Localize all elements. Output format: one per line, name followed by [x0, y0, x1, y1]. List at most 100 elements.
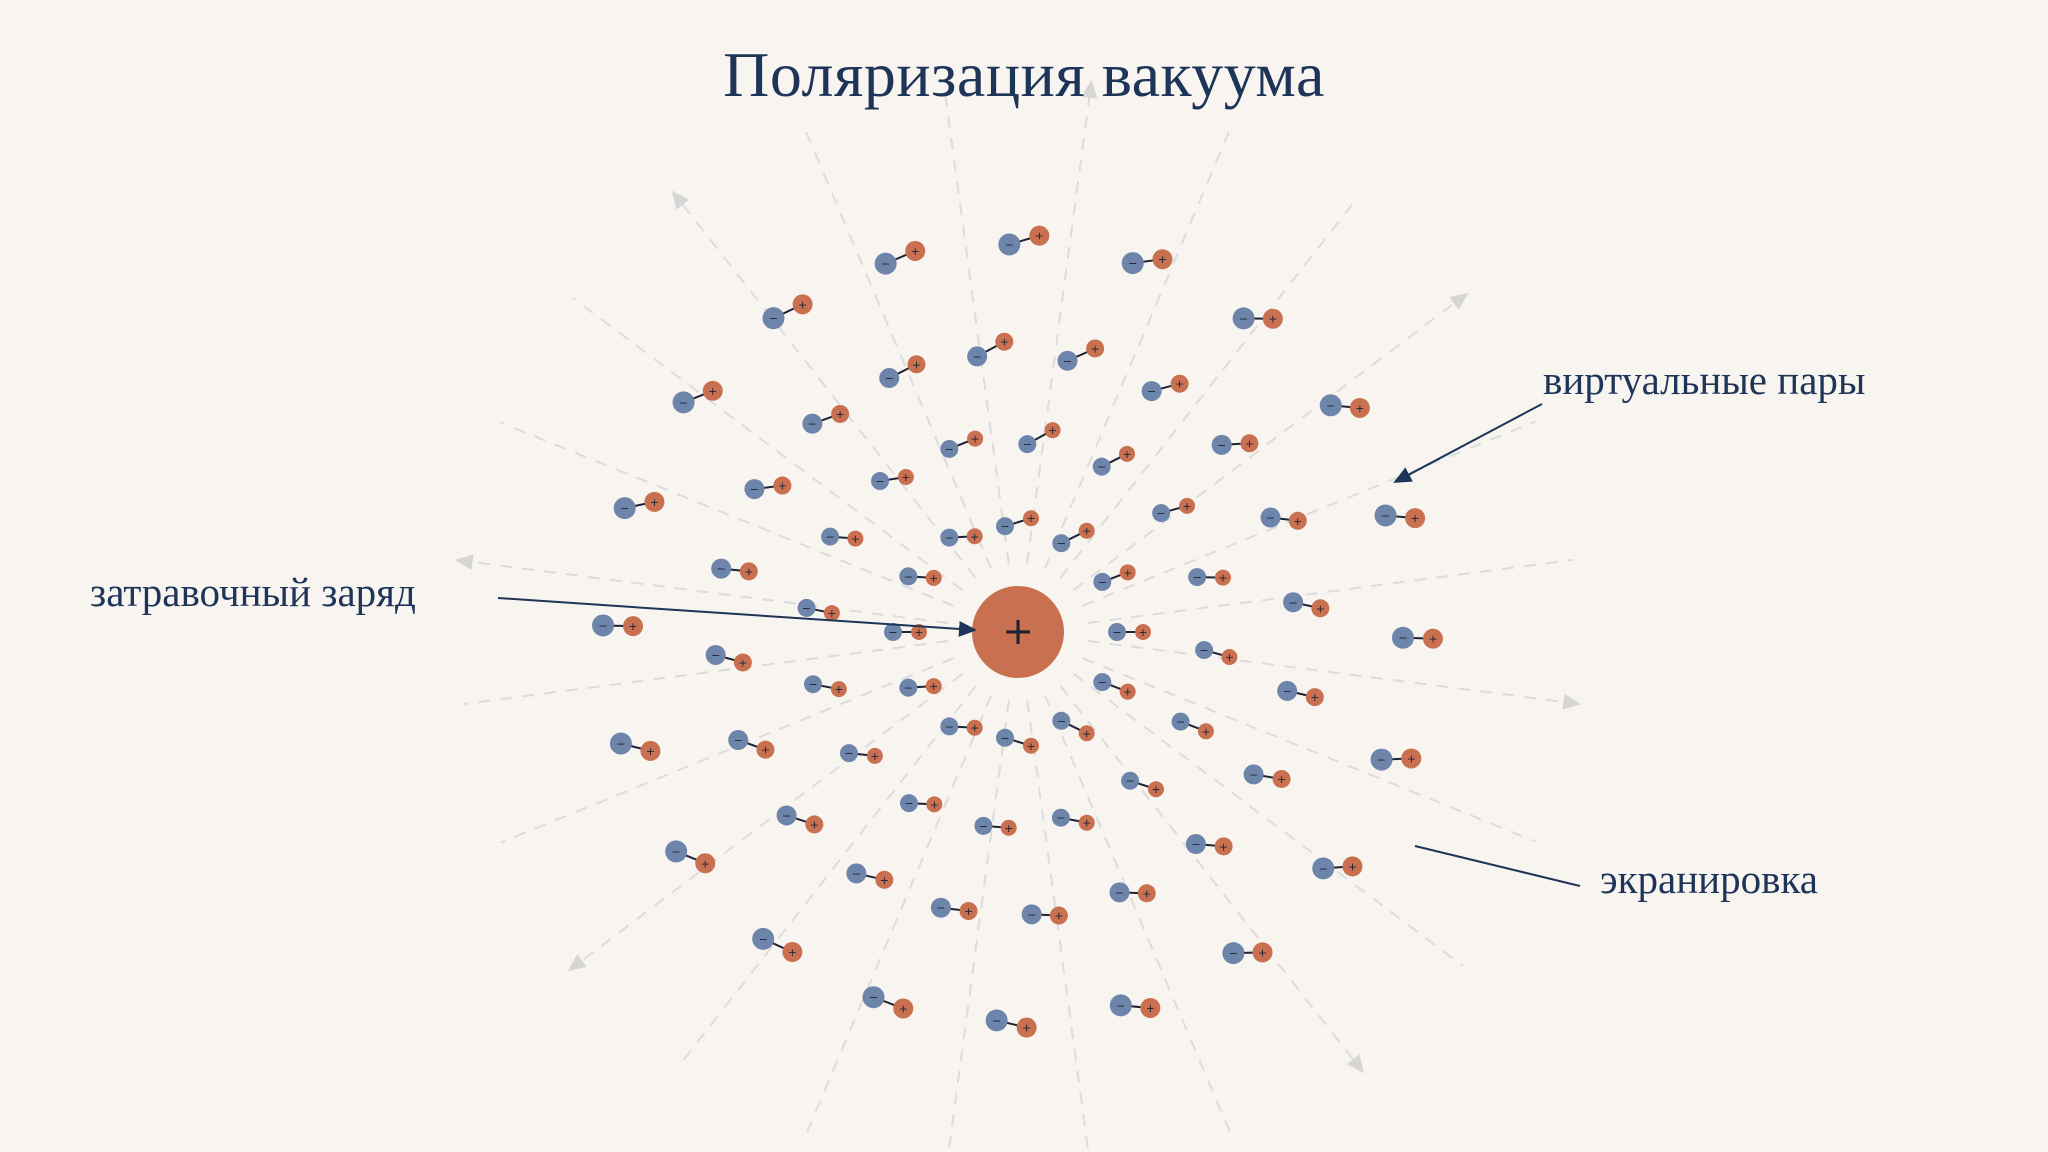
- negative-charge: [1277, 680, 1298, 701]
- plus-icon: +: [970, 722, 979, 735]
- negative-charge: [1283, 592, 1304, 613]
- minus-icon: −: [808, 418, 817, 431]
- field-line: [454, 554, 949, 625]
- plus-icon: +: [738, 656, 747, 669]
- positive-charge: [1311, 599, 1330, 618]
- screening-leader-line: [1414, 845, 1581, 887]
- positive-charge: [1214, 569, 1231, 586]
- positive-charge: [995, 332, 1014, 351]
- negative-charge: [1021, 904, 1042, 925]
- plus-icon: +: [880, 874, 889, 887]
- negative-charge: [802, 413, 823, 434]
- plus-icon: +: [1122, 448, 1131, 461]
- negative-charge: [1018, 435, 1037, 454]
- positive-charge: [1049, 906, 1068, 925]
- positive-charge: [897, 469, 914, 486]
- plus-icon: +: [834, 683, 843, 696]
- virtual-pairs-group: −+−+−+−+−+−+−+−+−+−+−+−+−+−+−+−+−+−+−+−+…: [592, 225, 1443, 1038]
- positive-charge: [702, 380, 723, 401]
- minus-icon: −: [1191, 838, 1200, 851]
- negative-charge: [609, 732, 632, 755]
- negative-charge: [1185, 834, 1206, 855]
- negative-charge: [940, 439, 959, 458]
- virtual-pair: −+: [1152, 497, 1196, 523]
- minus-icon: −: [1098, 676, 1107, 689]
- negative-charge: [1222, 942, 1245, 965]
- virtual-pair: −+: [940, 717, 983, 736]
- minus-icon: −: [881, 258, 890, 271]
- field-line: [1082, 420, 1536, 607]
- virtual-pair: −+: [899, 794, 943, 813]
- field-line: [1087, 639, 1582, 710]
- plus-icon: +: [911, 245, 920, 258]
- virtual-pairs-label: виртуальные пары: [1543, 357, 1866, 403]
- positive-charge: [1140, 997, 1161, 1018]
- plus-icon: +: [964, 905, 973, 918]
- negative-charge: [1109, 882, 1130, 903]
- positive-charge: [1405, 508, 1426, 529]
- negative-charge: [804, 675, 823, 694]
- seed-charge-circle: [972, 586, 1064, 678]
- virtual-pair: −+: [1052, 522, 1095, 553]
- negative-charge: [940, 717, 959, 736]
- field-line: [947, 699, 1010, 1152]
- negative-charge: [1391, 626, 1414, 649]
- negative-charge: [1121, 771, 1140, 790]
- positive-charge: [1262, 308, 1283, 329]
- negative-charge: [821, 527, 840, 546]
- plus-icon: +: [1082, 727, 1091, 740]
- negative-charge: [1232, 307, 1255, 330]
- plus-icon: +: [1258, 946, 1267, 959]
- plus-icon: +: [1004, 822, 1013, 835]
- minus-icon: −: [1005, 238, 1014, 251]
- minus-icon: −: [904, 682, 913, 695]
- minus-icon: −: [1057, 715, 1066, 728]
- virtual-pair: −+: [1093, 564, 1136, 591]
- negative-charge: [1211, 434, 1232, 455]
- plus-icon: +: [1082, 817, 1091, 830]
- plus-icon: +: [1151, 783, 1160, 796]
- field-line: [1087, 558, 1574, 624]
- virtual-pair: −+: [846, 863, 894, 889]
- negative-charge: [940, 528, 959, 547]
- negative-charge: [1141, 381, 1162, 402]
- virtual-pair: −+: [1283, 592, 1330, 618]
- minus-icon: −: [1176, 716, 1185, 729]
- seed-charge-plus-icon: +: [1002, 609, 1034, 653]
- minus-icon: −: [808, 678, 817, 691]
- virtual-pair: −+: [1319, 394, 1370, 418]
- field-line: [462, 640, 949, 706]
- virtual-pair: −+: [1185, 834, 1233, 856]
- positive-charge: [905, 240, 926, 261]
- virtual-pair: −+: [1243, 764, 1291, 788]
- positive-charge: [1152, 249, 1173, 270]
- positive-charge: [1401, 748, 1422, 769]
- minus-icon: −: [1000, 520, 1009, 533]
- minus-icon: −: [1157, 507, 1166, 520]
- virtual-pairs-leader-line: [1393, 403, 1543, 483]
- minus-icon: −: [1239, 312, 1248, 325]
- virtual-pair: −+: [967, 332, 1014, 367]
- virtual-pair: −+: [998, 225, 1050, 256]
- negative-charge: [592, 614, 615, 637]
- minus-icon: −: [1115, 886, 1124, 899]
- virtual-pair: −+: [996, 728, 1039, 754]
- minus-icon: −: [945, 532, 954, 545]
- field-line: [1059, 195, 1360, 579]
- minus-icon: −: [679, 396, 688, 409]
- minus-icon: −: [734, 734, 743, 747]
- minus-icon: −: [1063, 355, 1072, 368]
- virtual-pair: −+: [821, 527, 864, 547]
- minus-icon: −: [1000, 732, 1009, 745]
- positive-charge: [1078, 522, 1095, 539]
- negative-charge: [762, 307, 785, 330]
- field-line: [1059, 685, 1365, 1074]
- plus-icon: +: [912, 358, 921, 371]
- negative-charge: [862, 986, 885, 1009]
- virtual-pair: −+: [1018, 422, 1061, 454]
- negative-charge: [1312, 857, 1335, 880]
- minus-icon: −: [672, 845, 681, 858]
- negative-charge: [996, 517, 1014, 536]
